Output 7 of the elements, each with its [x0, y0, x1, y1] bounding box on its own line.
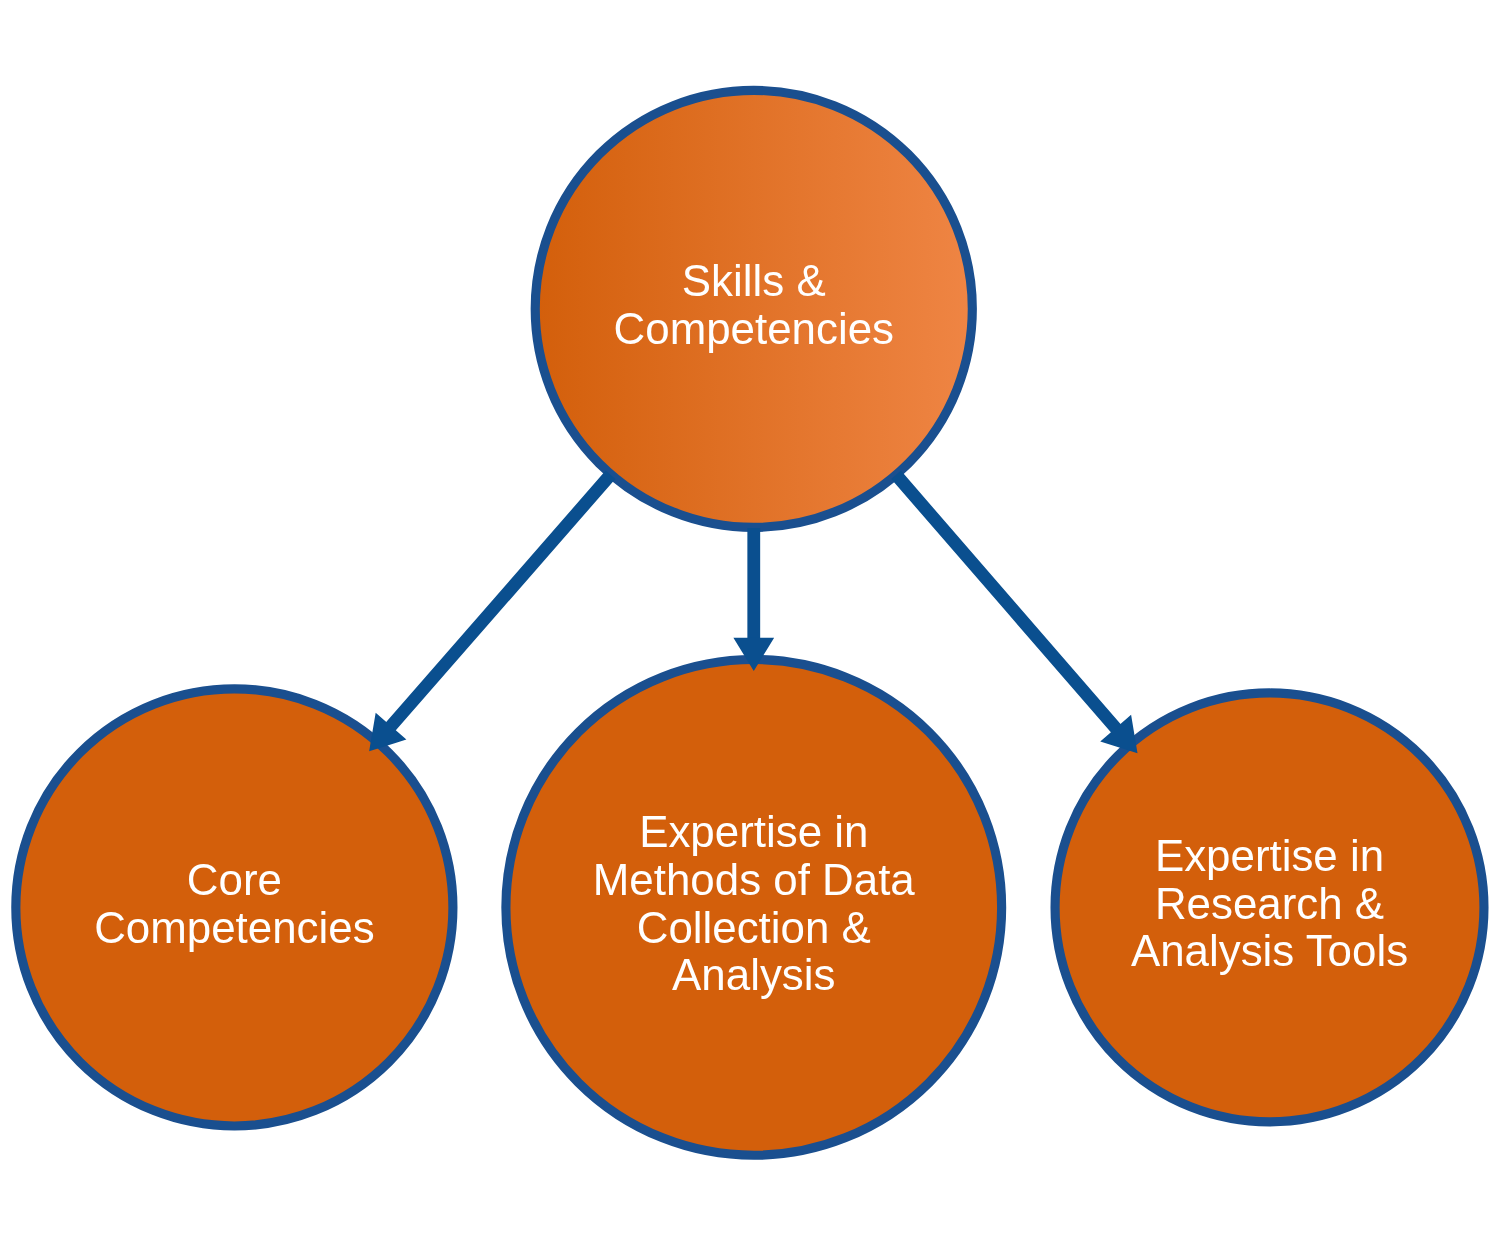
arrow — [369, 470, 616, 751]
arrow — [891, 470, 1138, 753]
arrow — [733, 527, 775, 671]
node-circle: Core Competencies — [11, 683, 458, 1130]
node-circle: Expertise in Research & Analysis Tools — [1050, 687, 1489, 1126]
node-circle: Expertise in Methods of Data Collection & Analysis — [501, 654, 1007, 1160]
node-circle: Skills & Competencies — [530, 85, 977, 532]
